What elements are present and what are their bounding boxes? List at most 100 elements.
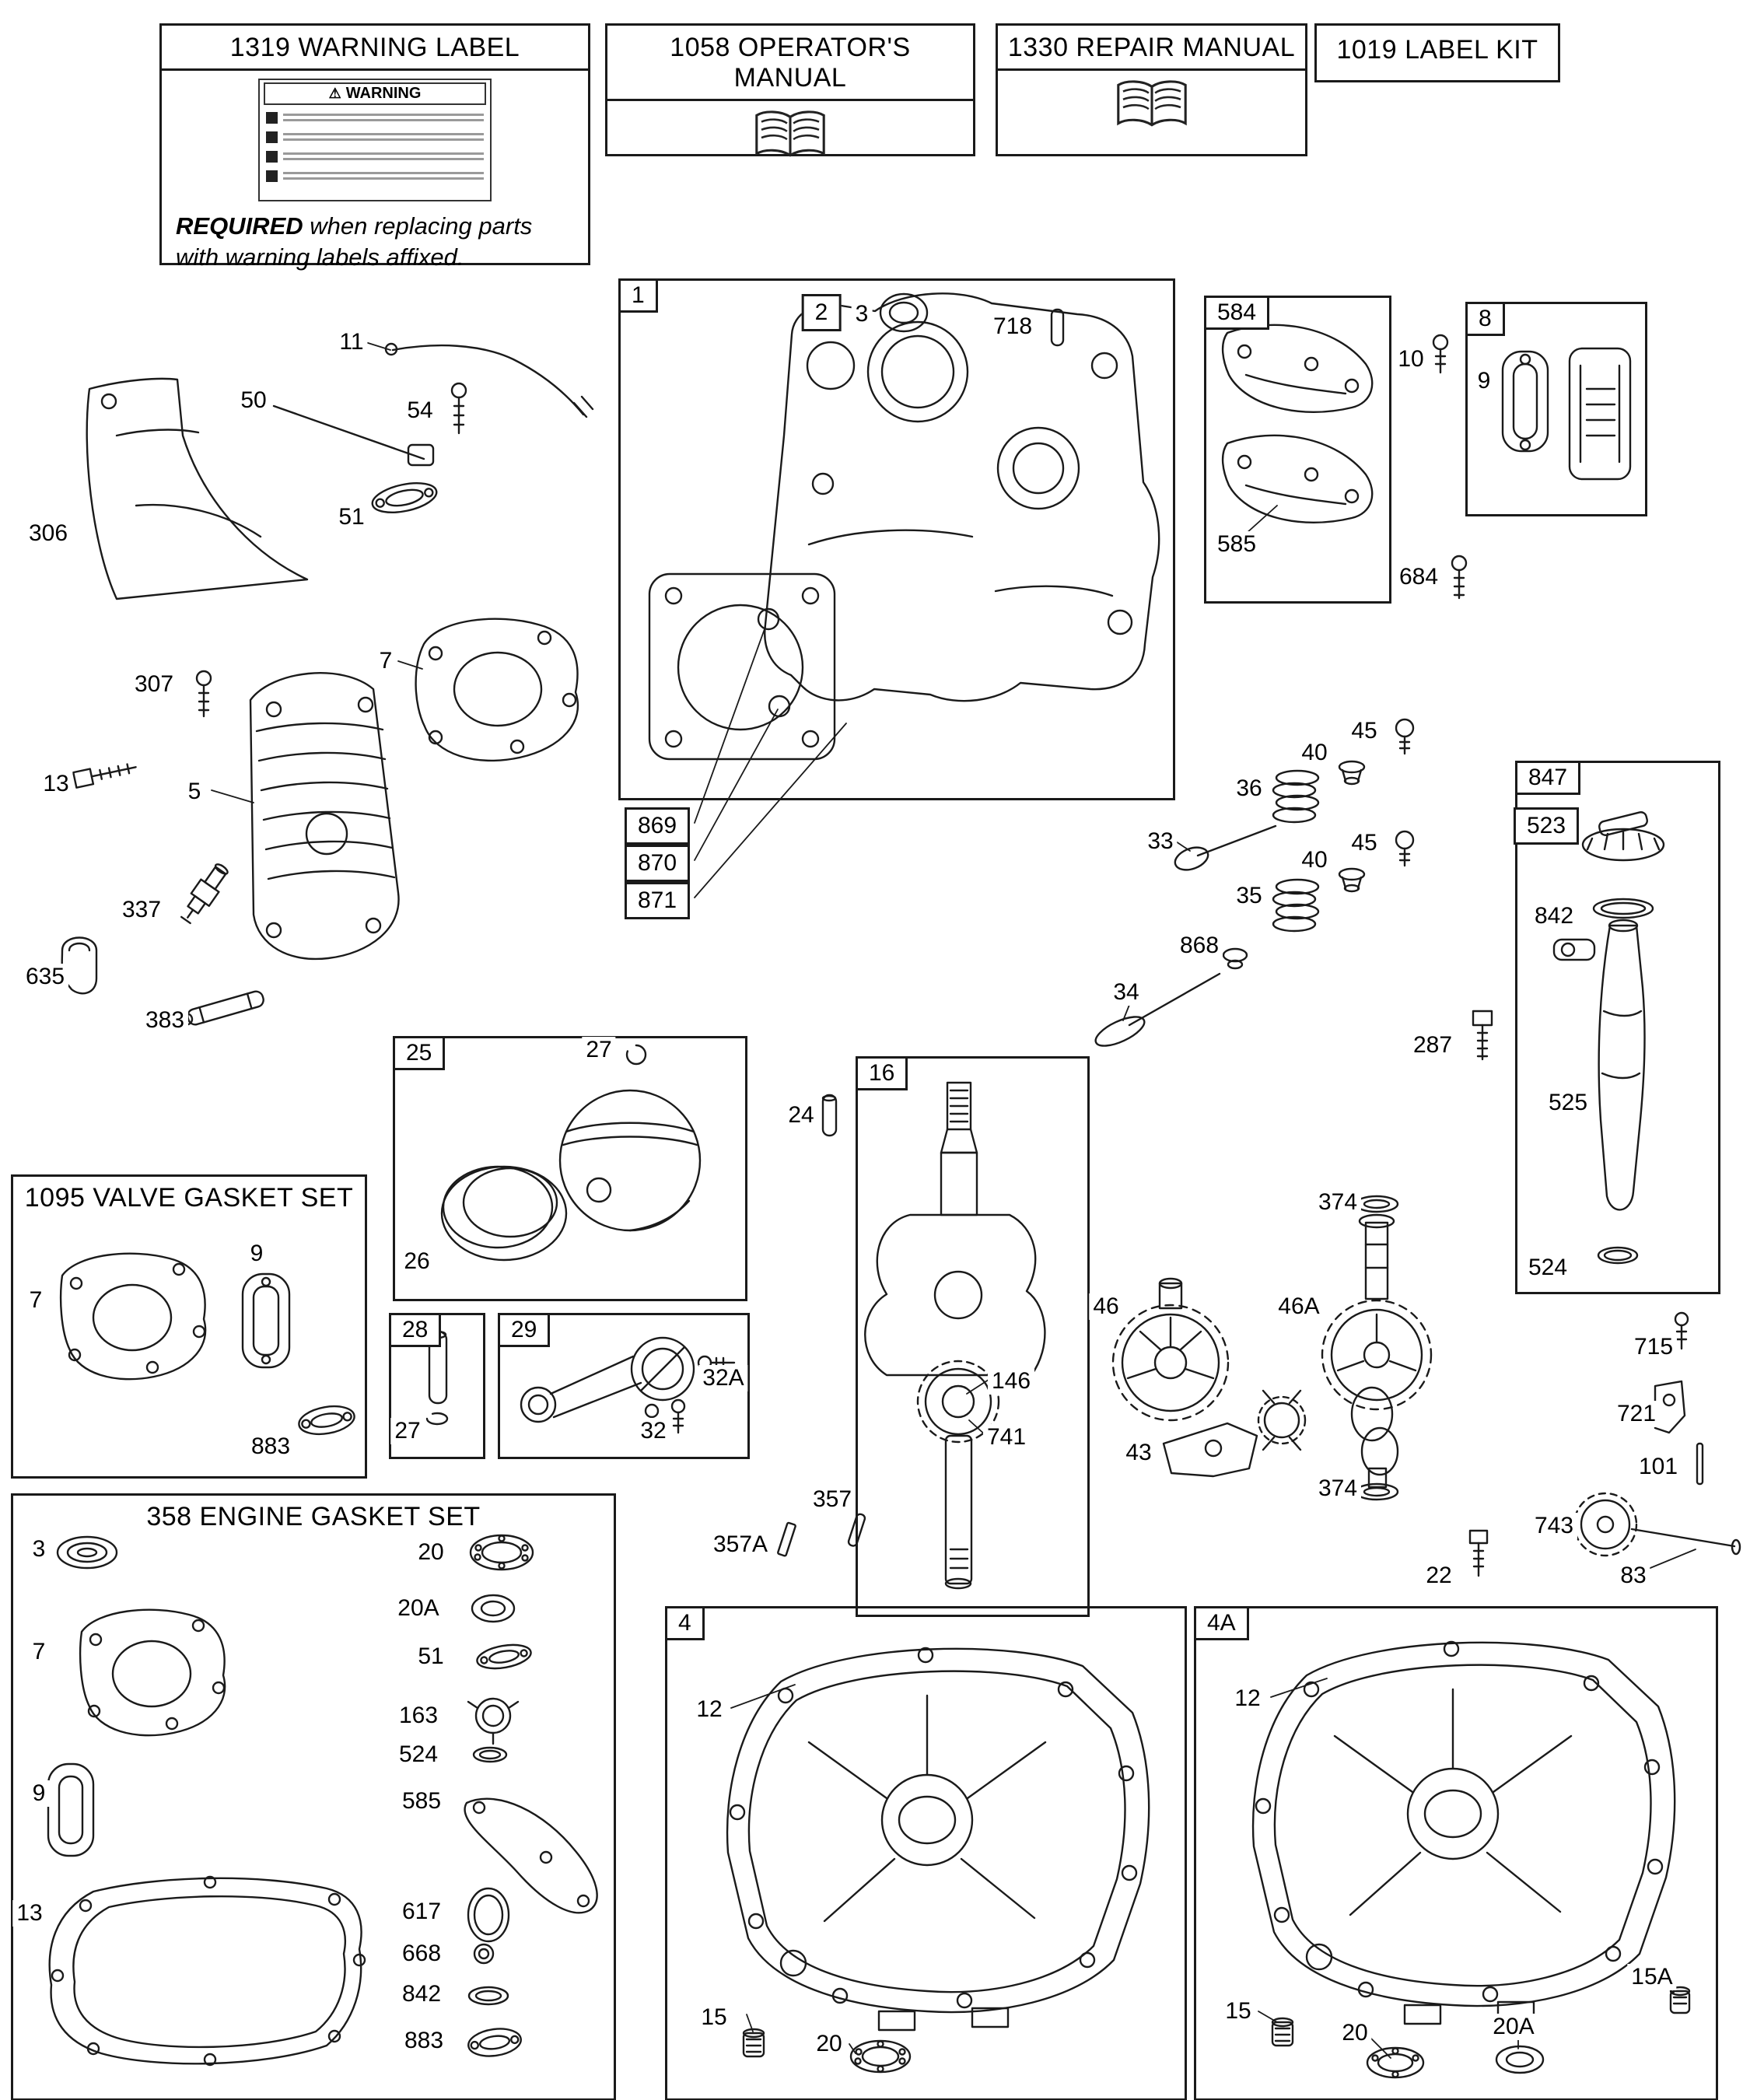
pin-718 xyxy=(1050,308,1065,347)
part-label-287: 287 xyxy=(1409,1032,1457,1059)
part-label-306: 306 xyxy=(24,520,72,547)
breather-gasket-585 xyxy=(1221,434,1374,523)
part-label-26: 26 xyxy=(400,1248,434,1275)
warning-label-header: ⚠WARNING xyxy=(264,82,486,105)
valve-cap-45-top xyxy=(1395,718,1415,755)
part-label-383: 383 xyxy=(141,1007,189,1034)
egs-head-gasket-7 xyxy=(79,1608,226,1737)
part-label-27: 27 xyxy=(390,1418,425,1444)
part-label-20: 20 xyxy=(1338,2020,1372,2046)
repair-manual-icon-wrap xyxy=(998,71,1305,139)
label-kit-title: 1019 LABEL KIT xyxy=(1336,35,1538,65)
oil-fill-cap-523 xyxy=(1581,811,1665,862)
bolt-684 xyxy=(1451,555,1468,600)
repair-manual-box: 1330 REPAIR MANUAL xyxy=(996,23,1307,156)
part-label-51: 51 xyxy=(414,1643,448,1670)
part-label-374: 374 xyxy=(1314,1475,1362,1502)
spring-retainer-40-top xyxy=(1338,760,1366,786)
part-label-46A: 46A xyxy=(1274,1293,1324,1320)
part-label-146: 146 xyxy=(987,1368,1035,1395)
sump-4A xyxy=(1251,1640,1676,2025)
part-label-22: 22 xyxy=(1422,1563,1456,1589)
egs-gasket-9 xyxy=(47,1762,95,1857)
part-label-684: 684 xyxy=(1395,564,1443,590)
part-label-163: 163 xyxy=(394,1703,443,1729)
egs-seal-20A xyxy=(471,1594,516,1623)
part-label-13: 13 xyxy=(12,1900,47,1927)
part-label-45: 45 xyxy=(1347,830,1381,856)
part-label-7: 7 xyxy=(375,648,397,674)
vgs-gasket-9 xyxy=(241,1272,291,1369)
part-label-307: 307 xyxy=(130,671,178,698)
part-label-635: 635 xyxy=(21,964,69,990)
part-label-374: 374 xyxy=(1314,1189,1362,1216)
part-label-32: 32 xyxy=(636,1418,670,1444)
part-label-842: 842 xyxy=(1530,903,1578,929)
boxed-part-label-869: 869 xyxy=(624,807,691,845)
bolt-715 xyxy=(1674,1311,1689,1350)
required-note: REQUIRED when replacing parts with warni… xyxy=(162,201,588,283)
egs-gasket-883 xyxy=(467,2028,522,2057)
part-label-524: 524 xyxy=(1524,1255,1572,1281)
part-label-7: 7 xyxy=(28,1639,50,1665)
piston-pin-28 xyxy=(428,1330,448,1405)
bolt-287 xyxy=(1472,1010,1493,1061)
part-label-9: 9 xyxy=(28,1780,50,1807)
warning-label-row xyxy=(266,110,484,124)
bolt-10 xyxy=(1432,334,1449,374)
muffler-8 xyxy=(1568,347,1632,481)
wrist-pin-24 xyxy=(821,1094,838,1137)
required-rest2: with warning labels affixed. xyxy=(176,243,464,271)
part-label-20: 20 xyxy=(812,2031,846,2057)
valve-cap-45-bottom xyxy=(1395,830,1415,867)
part-label-741: 741 xyxy=(982,1424,1031,1451)
part-label-617: 617 xyxy=(397,1899,446,1925)
warning-text-lines xyxy=(283,149,484,163)
oil-plug-15A xyxy=(1669,1986,1691,2014)
boxed-part-label-2: 2 xyxy=(801,294,842,331)
washer-374-top xyxy=(1354,1195,1399,1213)
oring-842 xyxy=(1592,898,1654,919)
part-label-718: 718 xyxy=(989,313,1037,340)
pictogram-icon xyxy=(266,111,278,124)
egs-oring-524 xyxy=(472,1746,508,1763)
required-word: REQUIRED xyxy=(176,212,303,240)
part-label-524: 524 xyxy=(394,1741,443,1768)
egs-oring-842 xyxy=(467,1986,509,2006)
operators-manual-icon-wrap xyxy=(607,101,973,170)
key-357 xyxy=(847,1513,866,1547)
part-label-10: 10 xyxy=(1394,346,1428,373)
part-label-50: 50 xyxy=(236,387,271,414)
spring-retainer-40-bottom xyxy=(1338,867,1366,893)
valve-spring-35 xyxy=(1272,878,1320,933)
egs-gasket-163 xyxy=(467,1697,520,1745)
warning-label-row xyxy=(266,149,484,163)
cylinder-assembly-1 xyxy=(648,292,1160,761)
part-label-40: 40 xyxy=(1297,847,1332,873)
camshaft-46A xyxy=(1321,1213,1433,1489)
part-label-585: 585 xyxy=(397,1788,446,1815)
operators-manual-box: 1058 OPERATOR'S MANUAL xyxy=(605,23,975,157)
retaining-clip-27 xyxy=(625,1044,647,1066)
part-label-15: 15 xyxy=(697,2004,731,2031)
piston-25 xyxy=(558,1089,702,1232)
muffler-gasket-9 xyxy=(1501,350,1549,453)
part-label-43: 43 xyxy=(1122,1440,1156,1466)
sump-gasket-13 xyxy=(48,1875,366,2067)
piston-rings-26 xyxy=(440,1165,568,1262)
part-label-3: 3 xyxy=(851,301,873,327)
oring-524 xyxy=(1597,1246,1639,1265)
part-label-9: 9 xyxy=(246,1241,268,1267)
part-label-5: 5 xyxy=(184,779,205,805)
part-label-525: 525 xyxy=(1544,1090,1592,1116)
warning-text-lines xyxy=(283,110,484,124)
boxed-part-label-523: 523 xyxy=(1513,807,1580,845)
bearing-20-sump4a xyxy=(1366,2046,1425,2079)
part-label-20: 20 xyxy=(414,1539,448,1566)
part-label-83: 83 xyxy=(1616,1563,1650,1589)
gear-shaft-743-83 xyxy=(1573,1492,1741,1557)
part-label-9: 9 xyxy=(1473,368,1495,394)
warning-text-lines xyxy=(283,130,484,144)
warning-label-box: 1319 WARNING LABEL ⚠WARNING REQUIRED whe… xyxy=(159,23,590,271)
part-label-357A: 357A xyxy=(709,1531,772,1558)
